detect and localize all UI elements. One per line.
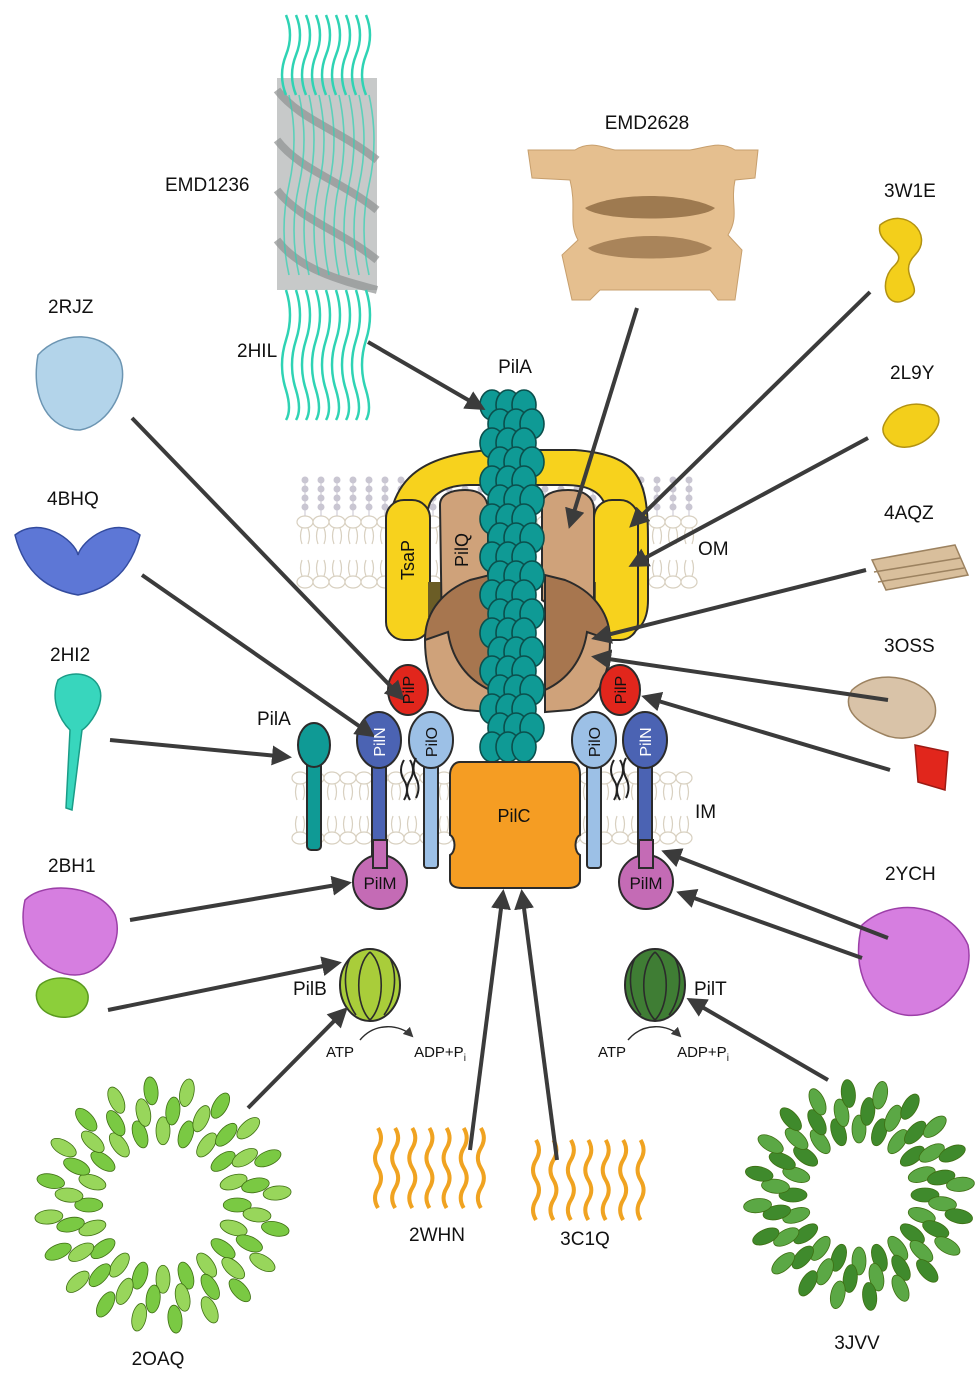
label-atp-left: ATP bbox=[326, 1044, 354, 1061]
label-pilt: PilT bbox=[694, 980, 727, 999]
label-atp-right: ATP bbox=[598, 1044, 626, 1061]
label-3w1e: 3W1E bbox=[884, 182, 936, 201]
label-2ych: 2YCH bbox=[885, 865, 936, 884]
label-pilp-left: PilP bbox=[401, 676, 418, 704]
label-2hi2: 2HI2 bbox=[50, 646, 90, 665]
arrow-2hil-to-pila bbox=[368, 342, 482, 408]
atp-hydrolysis-arrow-right bbox=[628, 1027, 680, 1040]
pila-subunit-head bbox=[298, 723, 330, 767]
2bh1-ribbon-structure bbox=[23, 888, 117, 1017]
label-pilm-right: PilM bbox=[629, 874, 662, 893]
pila-pilus-fiber bbox=[480, 390, 544, 762]
label-pilc: PilC bbox=[497, 806, 530, 826]
label-pilm-left: PilM bbox=[363, 874, 396, 893]
label-2rjz: 2RJZ bbox=[48, 298, 93, 317]
label-pila-side: PilA bbox=[257, 710, 291, 729]
4aqz-ribbon-structure bbox=[872, 545, 968, 590]
pilt-atpase bbox=[625, 949, 685, 1021]
pilm-left-helix bbox=[373, 840, 387, 868]
arrow-3w1e-to-tsap bbox=[632, 292, 870, 525]
label-2oaq: 2OAQ bbox=[132, 1350, 185, 1369]
2oaq-hexamer-structure bbox=[34, 1076, 292, 1334]
arrow-2ych-to-pilm bbox=[680, 893, 862, 958]
arrow-3jvv-to-pilt bbox=[690, 1000, 828, 1080]
label-2bh1: 2BH1 bbox=[48, 857, 96, 876]
pilm-right-helix bbox=[639, 840, 653, 868]
3oss-ribbon-structure bbox=[848, 677, 948, 790]
arrow-2l9y-to-tsap bbox=[632, 438, 868, 565]
2ych-ribbon-structure bbox=[859, 908, 970, 1016]
label-tsap: TsaP bbox=[398, 540, 418, 580]
label-emd1236: EMD1236 bbox=[165, 176, 250, 195]
arrow-2ych-to-piln bbox=[665, 852, 888, 938]
4bhq-ribbon-structure bbox=[15, 528, 140, 595]
label-adp-left: ADP+Pi bbox=[414, 1044, 466, 1064]
label-2hil: 2HIL bbox=[237, 342, 277, 361]
label-piln-right: PilN bbox=[638, 727, 655, 756]
label-pilq: PilQ bbox=[452, 533, 472, 567]
label-om: OM bbox=[698, 540, 729, 559]
pilb-atpase bbox=[340, 949, 400, 1021]
emd2628-secretin-map bbox=[528, 145, 758, 300]
3w1e-ribbon-structure bbox=[880, 218, 922, 302]
label-2l9y: 2L9Y bbox=[890, 364, 934, 383]
3jvv-hexamer-structure bbox=[743, 1079, 975, 1311]
label-3jvv: 3JVV bbox=[834, 1334, 879, 1353]
label-adp-right: ADP+Pi bbox=[677, 1044, 729, 1064]
label-pilo-left: PilO bbox=[424, 727, 441, 757]
2rjz-ribbon-structure bbox=[36, 337, 122, 430]
label-pilb: PilB bbox=[293, 980, 327, 999]
label-pila-top: PilA bbox=[498, 358, 532, 377]
label-pilp-right: PilP bbox=[613, 676, 630, 704]
label-piln-left: PilN bbox=[372, 727, 389, 756]
label-3oss: 3OSS bbox=[884, 637, 935, 656]
arrow-3c1q-to-pilc bbox=[522, 893, 557, 1160]
2hi2-ribbon-structure bbox=[55, 674, 101, 810]
label-3c1q: 3C1Q bbox=[560, 1230, 610, 1249]
arrow-2rjz-to-pilp bbox=[132, 418, 402, 698]
label-2whn: 2WHN bbox=[409, 1226, 465, 1245]
2whn-ribbon-structure bbox=[375, 1128, 484, 1208]
label-im: IM bbox=[695, 803, 716, 822]
arrow-2hi2-to-pila bbox=[110, 740, 288, 757]
2l9y-ribbon-structure bbox=[883, 404, 939, 447]
arrow-2whn-to-pilc bbox=[470, 893, 503, 1150]
atp-hydrolysis-arrow-left bbox=[360, 1027, 412, 1040]
label-pilo-right: PilO bbox=[587, 727, 604, 757]
pilp-right-lipid-tails bbox=[611, 758, 629, 800]
label-4bhq: 4BHQ bbox=[47, 490, 99, 509]
label-emd2628: EMD2628 bbox=[605, 114, 690, 133]
arrow-2bh1-to-pilm bbox=[130, 883, 348, 920]
pila-subunit-stem bbox=[307, 755, 321, 850]
3c1q-ribbon-structure bbox=[533, 1140, 644, 1220]
label-4aqz: 4AQZ bbox=[884, 504, 934, 523]
